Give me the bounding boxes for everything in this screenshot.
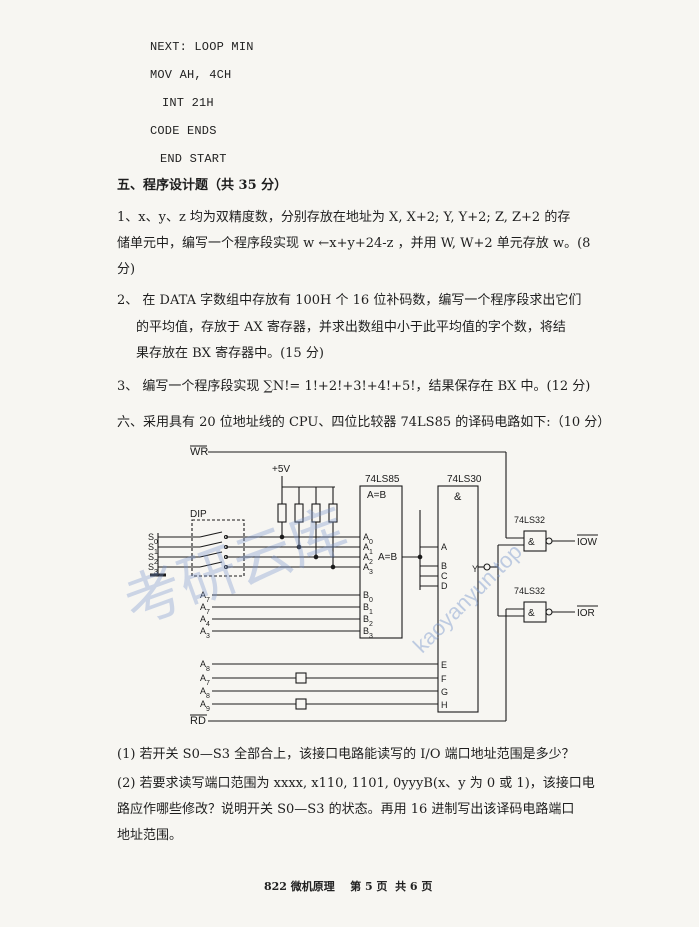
addr-label: A3 xyxy=(200,626,210,640)
svg-text:E: E xyxy=(441,660,447,670)
b-input-label: B1 xyxy=(363,602,373,616)
svg-text:Y: Y xyxy=(472,564,478,574)
b-input-label: B2 xyxy=(363,614,373,628)
dip-label: DIP xyxy=(190,509,207,520)
addr-label: A8 xyxy=(200,686,210,700)
switch-label: S3 xyxy=(148,562,158,576)
q6-2-line: 地址范围。 xyxy=(117,828,183,843)
q5-3: 3、 编写一个程序段实现 ∑N!= 1!+2!+3!+4!+5!，结果保存在 B… xyxy=(117,379,591,394)
q5-1-line: 分) xyxy=(117,262,136,277)
switch-rows xyxy=(158,531,360,568)
svg-text:&: & xyxy=(528,608,535,619)
chip-74ls85 xyxy=(359,485,403,639)
a-input-label: A1 xyxy=(363,542,373,556)
chip-74ls30 xyxy=(437,485,479,713)
wr-label: WR xyxy=(190,446,208,458)
q5-1-line: 储单元中，编写一个程序段实现 w ←x+y+24-z ，并用 W, W+2 单元… xyxy=(117,236,591,251)
code-line: CODE ENDS xyxy=(150,124,217,138)
q6-1: (1) 若开关 S0—S3 全部合上，该接口电路能读写的 I/O 端口地址范围是… xyxy=(117,747,575,762)
a-input-label: A0 xyxy=(363,532,373,546)
pull-up-resistor xyxy=(294,503,304,523)
inverter xyxy=(295,698,307,710)
addr-label: A7 xyxy=(200,590,210,604)
pull-up-resistor xyxy=(277,503,287,523)
chip-74ls85-label: 74LS85 xyxy=(365,474,400,485)
q5-2-line: 果存放在 BX 寄存器中。(15 分) xyxy=(136,346,324,361)
q5-2-line: 2、 在 DATA 字数组中存放有 100H 个 16 位补码数，编写一个程序段… xyxy=(117,293,582,308)
q5-1-line: 1、x、y、z 均为双精度数，分别存放在地址为 X, X+2; Y, Y+2; … xyxy=(117,210,571,225)
page-footer: 822 微机原理 第 5 页 共 6 页 xyxy=(264,880,433,893)
svg-text:B: B xyxy=(441,561,447,571)
chip-74ls32-top-label: 74LS32 xyxy=(514,515,545,525)
rd-label: RD xyxy=(190,715,206,727)
code-line: NEXT: LOOP MIN xyxy=(150,40,254,54)
svg-text:A=B: A=B xyxy=(378,552,398,563)
switch-label: S1 xyxy=(148,542,158,556)
q5-2-line: 的平均值，存放于 AX 寄存器，并求出数组中小于此平均值的字个数，将结 xyxy=(136,320,566,335)
pull-up-resistor xyxy=(328,503,338,523)
svg-text:D: D xyxy=(441,581,448,591)
svg-text:H: H xyxy=(441,700,448,710)
a-input-label: A3 xyxy=(363,562,373,576)
code-line: INT 21H xyxy=(162,96,214,110)
vcc-label: +5V xyxy=(272,464,290,475)
b-input-label: B0 xyxy=(363,590,373,604)
iow-label: IOW xyxy=(577,537,598,548)
svg-text:C: C xyxy=(441,571,448,581)
svg-text:&: & xyxy=(528,537,535,548)
chip-74ls30-label: 74LS30 xyxy=(447,474,482,485)
code-line: MOV AH, 4CH xyxy=(150,68,232,82)
addr-label: A7 xyxy=(200,602,210,616)
chip-74ls32-bottom-label: 74LS32 xyxy=(514,586,545,596)
switch-label: S2 xyxy=(148,552,158,566)
q6-2-line: (2) 若要求读写端口范围为 xxxx, x110, 1101, 0yyyB(x… xyxy=(117,776,595,791)
section6-title: 六、采用具有 20 位地址线的 CPU、四位比较器 74LS85 的译码电路如下… xyxy=(117,415,611,430)
addr-label: A9 xyxy=(200,699,210,713)
svg-text:A: A xyxy=(441,542,447,552)
svg-text:A=B: A=B xyxy=(367,490,387,501)
addr-label: A8 xyxy=(200,659,210,673)
inverter xyxy=(295,672,307,684)
pull-up-resistor xyxy=(311,503,321,523)
b-input-label: B3 xyxy=(363,626,373,640)
a-input-label: A2 xyxy=(363,552,373,566)
svg-text:G: G xyxy=(441,687,448,697)
addr-label: A4 xyxy=(200,614,210,628)
dip-switch-box xyxy=(191,519,245,577)
svg-text:F: F xyxy=(441,674,447,684)
ior-label: IOR xyxy=(577,608,595,619)
switch-label: S0 xyxy=(148,532,158,546)
svg-text:&: & xyxy=(454,491,462,503)
q6-2-line: 路应作哪些修改？说明开关 S0—S3 的状态。再用 16 进制写出该译码电路端口 xyxy=(117,802,575,817)
code-line: END START xyxy=(160,152,227,166)
addr-label: A7 xyxy=(200,673,210,687)
section5-title: 五、程序设计题（共 35 分） xyxy=(117,178,288,193)
